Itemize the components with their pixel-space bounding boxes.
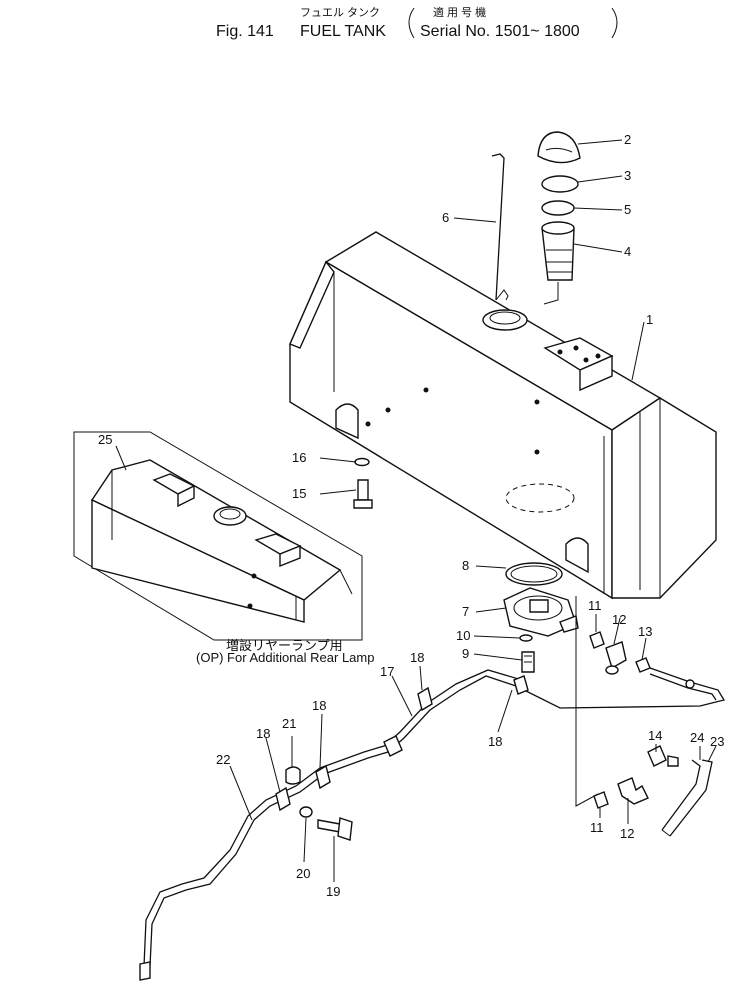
- serial-range: Serial No. 1501~ 1800: [420, 23, 580, 40]
- callout-13: 13: [638, 624, 652, 639]
- callout-23: 23: [710, 734, 724, 749]
- callout-6: 6: [442, 210, 449, 225]
- rear-lamp-tank-inset: 増設リヤーランプ用 (OP) For Additional Rear Lamp: [73, 431, 374, 665]
- callout-17: 17: [380, 664, 394, 679]
- callout-18-a: 18: [410, 650, 424, 665]
- callout-20: 20: [296, 866, 310, 881]
- callout-12-upper: 12: [612, 612, 626, 627]
- fuel-tank-body: [289, 231, 717, 600]
- callout-16: 16: [292, 450, 306, 465]
- figure-number: Fig. 141: [216, 23, 274, 40]
- callout-11-lower: 11: [590, 820, 604, 835]
- callout-14: 14: [648, 728, 662, 743]
- drain-plate-assembly: [503, 562, 599, 807]
- callout-4: 4: [624, 244, 631, 259]
- mount-bolt: [353, 457, 373, 509]
- callout-18-c: 18: [312, 698, 326, 713]
- callout-24: 24: [690, 730, 704, 745]
- callout-19: 19: [326, 884, 340, 899]
- title-block: フュエル タンク Fig. 141 FUEL TANK 適 用 号 機 Seri…: [216, 5, 618, 40]
- callout-18-b: 18: [488, 734, 502, 749]
- callout-22: 22: [216, 752, 230, 767]
- serial-paren-left: [408, 7, 415, 39]
- filler-assembly: [491, 131, 581, 305]
- callout-12-lower: 12: [620, 826, 634, 841]
- callout-21: 21: [282, 716, 296, 731]
- inset-caption-jp: 増設リヤーランプ用: [226, 638, 343, 653]
- callout-10: 10: [456, 628, 470, 643]
- callout-3: 3: [624, 168, 631, 183]
- callout-8: 8: [462, 558, 469, 573]
- serial-paren-right: [611, 7, 618, 39]
- figure-title: FUEL TANK: [300, 23, 386, 40]
- callout-labels: 2 3 5 4 6 1 8 7 10 9 16 15 11 12 13 11 1…: [98, 132, 724, 899]
- callout-5: 5: [624, 202, 631, 217]
- callout-11-upper: 11: [588, 598, 602, 613]
- serial-label-jp: 適 用 号 機: [433, 5, 486, 19]
- callout-9: 9: [462, 646, 469, 661]
- lower-fittings: [593, 745, 713, 837]
- leader-lines: [115, 139, 717, 882]
- callout-2: 2: [624, 132, 631, 147]
- title-jp: フュエル タンク: [300, 6, 380, 19]
- callout-25: 25: [98, 432, 112, 447]
- upper-fittings: [519, 631, 726, 709]
- fuel-line: [139, 669, 529, 981]
- callout-18-d: 18: [256, 726, 270, 741]
- callout-1: 1: [646, 312, 653, 327]
- inset-caption-en: (OP) For Additional Rear Lamp: [196, 650, 374, 665]
- callout-15: 15: [292, 486, 306, 501]
- callout-7: 7: [462, 604, 469, 619]
